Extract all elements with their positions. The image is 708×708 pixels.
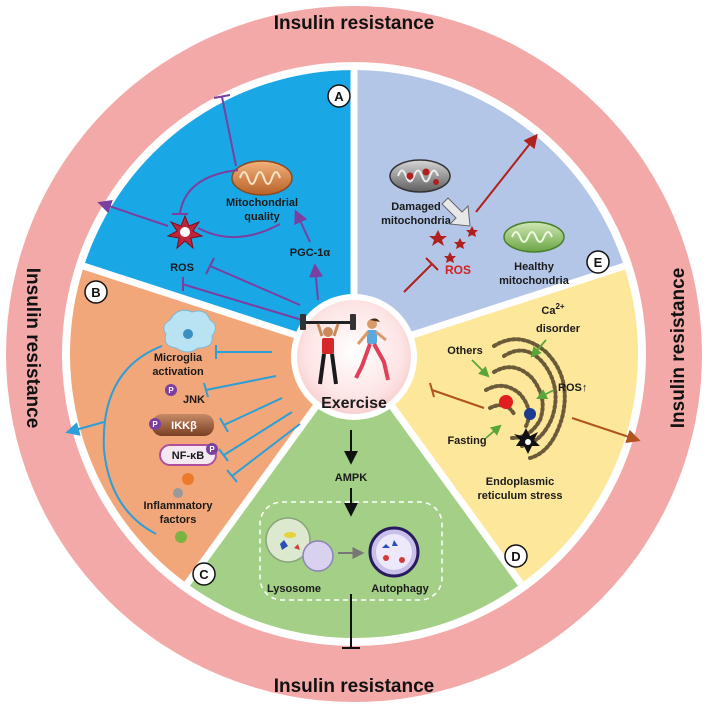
others-label: Others [447, 345, 482, 357]
section-c: AMPK Lysosome Autophagy C [192, 430, 443, 649]
sector-a [83, 70, 355, 354]
nfkb-pill-icon [159, 444, 217, 466]
microglia-label-2: activation [152, 366, 204, 378]
pgc-label: PGC-1α [290, 247, 331, 259]
outer-label-right: Insulin resistance [668, 268, 689, 429]
section-a: Mitochondrial quality ROS PGC-1α [97, 84, 351, 321]
exercise-to-ros-arrow [181, 283, 303, 321]
damaged-label-2: mitochondria [381, 215, 452, 227]
autophagy-dashed-box [259, 501, 443, 601]
section-e-arrows [403, 133, 538, 293]
badge-c-label: C [199, 567, 209, 582]
ros-label-a: ROS [170, 262, 194, 274]
microglia-label-1: Microglia [154, 352, 203, 364]
microglia-icon [163, 309, 216, 353]
badge-d-label: D [511, 549, 520, 564]
release-arrow-icon [441, 197, 471, 227]
section-d-green-arrows [471, 339, 555, 439]
section-b: Microglia activation P JNK P IKKβ NF-κB … [65, 280, 301, 543]
cell-cargo-icon [265, 517, 311, 563]
outer-label-left: Insulin resistance [22, 268, 43, 429]
er-stress-blue-spot [524, 408, 536, 420]
healthy-label-1: Healthy [514, 261, 555, 273]
nfkb-label: NF-κB [172, 450, 204, 462]
section-e: Damaged mitochondria ROS Healthy mitocho… [381, 133, 610, 293]
er-stress-red-spot [499, 395, 513, 409]
damaged-label-1: Damaged [391, 201, 441, 213]
healthy-mitochondrion-icon [503, 221, 565, 253]
mito-quality-label-2: quality [244, 211, 280, 223]
ros-particles [429, 226, 478, 263]
healthy-label-2: mitochondria [499, 275, 570, 287]
ca-text: Ca [541, 305, 556, 317]
ca-superscript: 2+ [555, 302, 564, 311]
badge-a [327, 84, 351, 108]
ca-label: Ca2+ [541, 302, 565, 317]
ros-burst-icon [166, 214, 204, 250]
section-d-arrows [429, 382, 641, 444]
jnk-label: JNK [183, 394, 205, 406]
badge-e-label: E [594, 255, 603, 270]
lysosome-label: Lysosome [267, 583, 321, 595]
section-a-arrows [97, 94, 323, 306]
damaged-mitochondrion-icon [389, 159, 451, 193]
phospho-ikkb-icon [149, 418, 161, 430]
badge-c [192, 562, 216, 586]
inflammatory-label-2: factors [160, 514, 197, 526]
outer-label-bottom: Insulin resistance [274, 676, 435, 697]
section-b-inhibitions [65, 345, 301, 535]
mitochondrion-icon [231, 160, 293, 196]
weightlifter-icon [300, 314, 356, 385]
badge-e [586, 250, 610, 274]
phospho-jnk-icon [165, 384, 177, 396]
center-label: Exercise [321, 395, 387, 412]
ampk-label: AMPK [335, 472, 367, 484]
disorder-label: disorder [536, 323, 581, 335]
runner-icon [354, 318, 390, 381]
badge-d [504, 544, 528, 568]
phospho-nfkb-label: P [209, 445, 215, 454]
lysosome-icon [302, 540, 334, 572]
badge-b [84, 280, 108, 304]
sector-c [187, 354, 521, 639]
phospho-ikkb-label: P [152, 420, 158, 429]
center-exercise: Exercise [291, 294, 417, 420]
badge-b-label: B [91, 285, 100, 300]
ikkb-protein-icon [152, 414, 214, 436]
section-d: Others Ca2+ disorder ROS↑ Fasting Endopl… [429, 302, 641, 568]
ros-label-e: ROS [445, 263, 471, 277]
ikkb-label: IKKβ [171, 420, 197, 432]
er-label-1: Endoplasmic [486, 476, 554, 488]
er-label-2: reticulum stress [478, 490, 563, 502]
phospho-jnk-label: P [168, 386, 174, 395]
sector-e [354, 69, 625, 354]
fasting-label: Fasting [447, 435, 486, 447]
section-c-arrows [342, 430, 360, 649]
inflammatory-factor-dots [173, 473, 194, 543]
inflammatory-label-1: Inflammatory [143, 500, 213, 512]
badge-a-label: A [334, 89, 344, 104]
er-white-spot [525, 439, 531, 445]
phospho-nfkb-icon [206, 443, 218, 455]
autophagy-label: Autophagy [371, 583, 429, 595]
mito-quality-label-1: Mitochondrial [226, 197, 298, 209]
outer-label-top: Insulin resistance [274, 13, 435, 34]
autophagosome-icon [368, 526, 420, 578]
ros-up-label: ROS↑ [558, 382, 587, 394]
